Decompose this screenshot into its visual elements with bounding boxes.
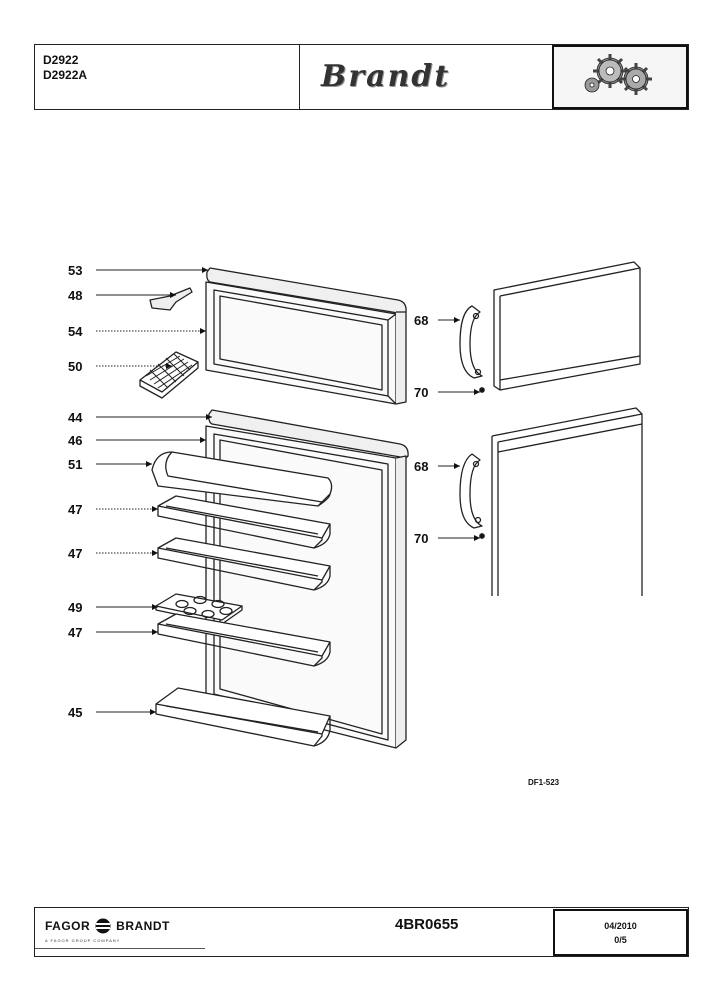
door-shelf xyxy=(157,495,331,549)
fagor-brandt-emblem-icon xyxy=(95,918,111,934)
ice-scraper xyxy=(149,287,193,311)
revision-date: 04/2010 xyxy=(604,921,637,931)
leader-lines xyxy=(96,269,480,713)
callout-47: 47 xyxy=(68,625,82,640)
callout-53: 53 xyxy=(68,263,82,278)
callout-48: 48 xyxy=(68,288,82,303)
dairy-compartment xyxy=(151,451,333,507)
egg-tray xyxy=(155,593,243,625)
bottle-shelf xyxy=(155,687,331,747)
callout-45: 45 xyxy=(68,705,82,720)
handle-screw xyxy=(479,533,485,539)
page-number: 0/5 xyxy=(614,935,627,945)
title-block-footer: FAGOR BRANDT A FAGOR GROUP COMPANY 4BR06… xyxy=(34,907,689,957)
door-shelf xyxy=(157,613,331,667)
callout-50: 50 xyxy=(68,359,82,374)
drawing-reference: DF1-523 xyxy=(528,778,560,787)
model-number: D2922A xyxy=(43,68,88,82)
callout-47: 47 xyxy=(68,502,82,517)
callout-68: 68 xyxy=(414,459,428,474)
callout-49: 49 xyxy=(68,600,82,615)
callout-54: 54 xyxy=(68,324,83,339)
callout-70: 70 xyxy=(414,385,428,400)
door-shelf xyxy=(157,537,331,591)
revision-box: 04/2010 0/5 xyxy=(553,909,688,956)
divider xyxy=(35,948,205,949)
door-handle xyxy=(459,305,483,379)
brand-logo: Brandt xyxy=(321,59,451,94)
callout-70: 70 xyxy=(414,531,428,546)
gear-logo-box xyxy=(552,45,688,109)
freezer-door-frame xyxy=(205,281,397,405)
company-name-left: FAGOR xyxy=(45,919,91,933)
company-tagline: A FAGOR GROUP COMPANY xyxy=(45,938,121,943)
callout-47: 47 xyxy=(68,546,82,561)
callout-44: 44 xyxy=(68,410,83,425)
model-number: D2922 xyxy=(43,53,79,67)
callout-68: 68 xyxy=(414,313,428,328)
company-name-right: BRANDT xyxy=(116,919,170,933)
title-block-header: D2922 D2922A Brandt xyxy=(34,44,689,110)
handle-screw xyxy=(479,387,485,393)
ice-cube-tray xyxy=(139,351,199,399)
callout-46: 46 xyxy=(68,433,82,448)
gears-icon xyxy=(584,54,652,95)
door-handle xyxy=(459,453,483,529)
freezer-door-edge xyxy=(395,311,407,405)
company-logo: FAGOR BRANDT xyxy=(45,918,170,934)
callout-51: 51 xyxy=(68,457,82,472)
freezer-door-panel xyxy=(493,261,641,391)
model-list: D2922 D2922A xyxy=(43,53,87,83)
fridge-door-panel xyxy=(491,407,643,596)
document-number: 4BR0655 xyxy=(395,916,459,933)
divider xyxy=(299,45,300,109)
leader-arrows xyxy=(146,267,480,715)
